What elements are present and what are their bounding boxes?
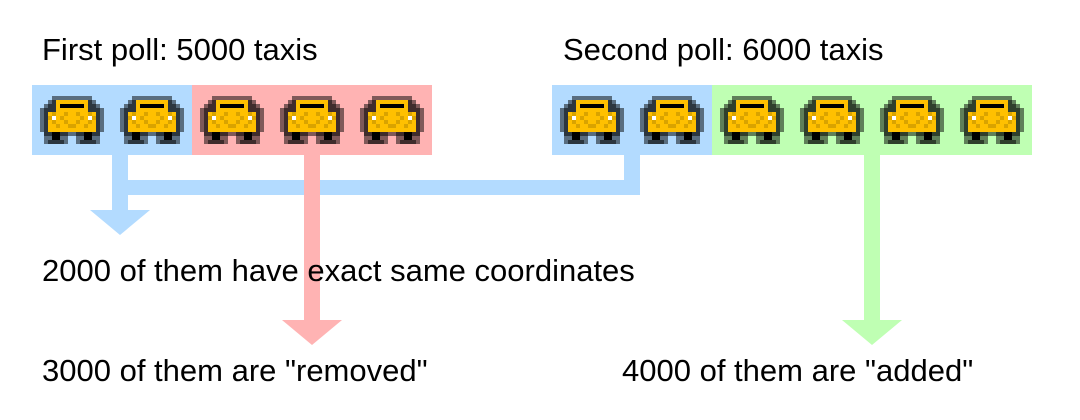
- taxi-icon: [272, 85, 352, 155]
- added-arrow-shaft: [864, 155, 880, 320]
- removed-label: 3000 of them are "removed": [42, 353, 428, 388]
- taxi-icon: [792, 85, 872, 155]
- second-poll-title: Second poll: 6000 taxis: [563, 32, 884, 67]
- removed-arrow-shaft: [304, 155, 320, 320]
- same-label: 2000 of them have exact same coordinates: [42, 253, 635, 288]
- taxi-icon: [712, 85, 792, 155]
- added-label: 4000 of them are "added": [622, 353, 974, 388]
- taxi-icon: [632, 85, 712, 155]
- first-poll-removed-segment: [192, 85, 432, 155]
- second-poll-same-segment: [552, 85, 712, 155]
- taxi-icon: [872, 85, 952, 155]
- taxi-icon: [112, 85, 192, 155]
- second-poll-added-segment: [712, 85, 1032, 155]
- same-connector-right: [624, 155, 640, 195]
- first-poll-taxis: [32, 85, 432, 155]
- first-poll-title: First poll: 5000 taxis: [42, 32, 318, 67]
- first-poll-same-segment: [32, 85, 192, 155]
- second-poll-taxis: [552, 85, 1032, 155]
- taxi-icon: [952, 85, 1032, 155]
- taxi-icon: [32, 85, 112, 155]
- added-arrowhead: [842, 320, 902, 345]
- same-connector-horizontal: [112, 180, 640, 195]
- taxi-icon: [352, 85, 432, 155]
- removed-arrowhead: [282, 320, 342, 345]
- taxi-icon: [192, 85, 272, 155]
- same-arrowhead: [90, 210, 150, 235]
- taxi-icon: [552, 85, 632, 155]
